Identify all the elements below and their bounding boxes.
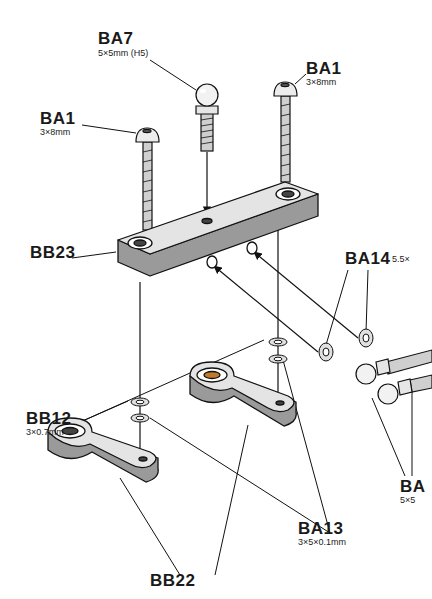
steering-arm	[48, 418, 158, 482]
dimension: 3×0.7mm	[26, 428, 64, 437]
part-code: BA13	[298, 520, 343, 537]
part-code: BB22	[150, 572, 195, 589]
washer	[131, 329, 373, 422]
ball-stud	[196, 84, 218, 151]
part-code: BA14	[345, 250, 390, 267]
part-code: BB12	[26, 410, 71, 427]
dimension: 3×8mm	[40, 128, 70, 137]
part-code: BA1	[306, 60, 342, 77]
dimension: 3×5×0.1mm	[298, 538, 346, 547]
dimension: 5×5mm (H5)	[98, 49, 148, 58]
screw	[274, 82, 297, 182]
ball-stud	[356, 350, 432, 404]
part-code: BB23	[30, 244, 75, 261]
dimension: 3×8mm	[306, 78, 336, 87]
screw	[136, 128, 159, 230]
part-code: BA1	[40, 110, 76, 127]
dimension: 5×5	[400, 496, 415, 505]
part-code: BA	[400, 478, 426, 495]
dimension: 5.5×	[392, 255, 410, 264]
leader-lines	[72, 60, 412, 575]
steering-arm	[190, 362, 296, 426]
steering-plate	[118, 182, 318, 276]
part-code: BA7	[98, 30, 134, 47]
